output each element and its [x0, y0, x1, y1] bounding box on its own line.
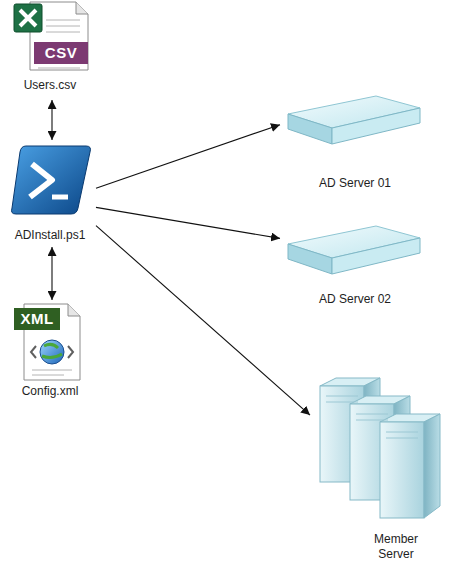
file-type-badge: XML: [14, 308, 60, 330]
rack-server-icon: [288, 96, 420, 144]
csv-file-node: CSV Users.csv: [8, 0, 96, 100]
xml-file-node: XML Config.xml: [8, 300, 96, 403]
arrow-connector: [51, 100, 52, 140]
csv-file-icon: [14, 2, 88, 70]
server-node: AD Server 01: [280, 90, 434, 195]
server-label: Member Server: [360, 532, 432, 562]
script-label: ADInstall.ps1: [8, 228, 92, 243]
file-type-badge: CSV: [34, 42, 88, 64]
server-node: AD Server 02: [280, 220, 434, 312]
server-label: AD Server 02: [280, 292, 430, 307]
file-label: Config.xml: [8, 384, 92, 399]
script-node: ADInstall.ps1: [8, 140, 96, 247]
arrow-connector: [96, 125, 280, 188]
file-label: Users.csv: [8, 78, 92, 93]
server-label: AD Server 01: [280, 176, 430, 191]
arrow-connector: [96, 226, 310, 416]
arrow-connector: [96, 207, 280, 238]
arrow-connector: [51, 247, 52, 300]
xml-file-icon: [14, 304, 80, 380]
server-node: Member Server: [310, 370, 455, 575]
rack-server-icon: [288, 226, 420, 274]
tower-servers-icon: [320, 378, 440, 518]
powershell-icon: [12, 146, 91, 214]
